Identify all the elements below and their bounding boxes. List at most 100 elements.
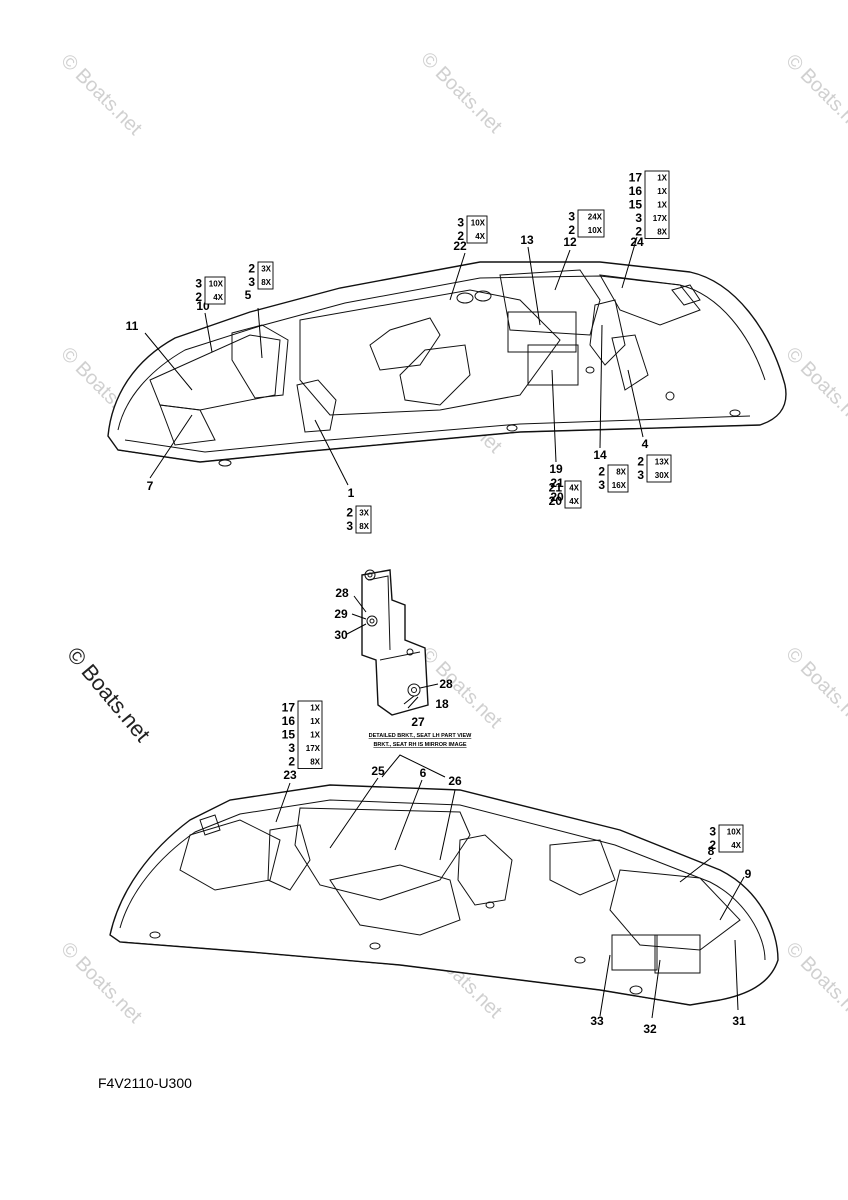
quantity-value: 8X bbox=[359, 522, 369, 531]
callout-19: 19 bbox=[549, 462, 563, 476]
watermark-7: © Boats.net bbox=[416, 643, 506, 733]
callout-32: 32 bbox=[643, 1022, 657, 1036]
bracket-note-line2: BRKT., SEAT RH IS MIRROR IMAGE bbox=[373, 742, 466, 748]
quantity-ref-number: 16 bbox=[282, 714, 296, 728]
quantity-ref-number: 20 bbox=[549, 494, 563, 508]
quantity-ref-number: 3 bbox=[288, 741, 295, 755]
quantity-value: 17X bbox=[653, 214, 668, 223]
callout-29: 29 bbox=[334, 607, 348, 621]
quantity-ref-number: 2 bbox=[635, 225, 642, 239]
quantity-box bbox=[718, 824, 744, 853]
quantity-ref-number: 17 bbox=[282, 701, 296, 715]
watermark-11: © Boats.net bbox=[781, 938, 848, 1028]
quantity-box bbox=[577, 209, 605, 238]
quantity-value: 13X bbox=[655, 458, 670, 467]
callout-27: 27 bbox=[411, 715, 425, 729]
quantity-value: 1X bbox=[310, 717, 320, 726]
bracket-note-line1: DETAILED BRKT., SEAT LH PART VIEW bbox=[369, 733, 472, 739]
callout-18: 18 bbox=[435, 697, 449, 711]
callout-13: 13 bbox=[520, 233, 534, 247]
callout-33: 33 bbox=[590, 1014, 604, 1028]
quantity-value: 8X bbox=[261, 278, 271, 287]
callout-31: 31 bbox=[732, 1014, 746, 1028]
quantity-value: 4X bbox=[213, 293, 223, 302]
quantity-box bbox=[204, 276, 226, 305]
leader-lines bbox=[144, 236, 745, 1019]
quantity-ref-number: 2 bbox=[637, 455, 644, 469]
watermark-9: © Boats.net bbox=[56, 938, 146, 1028]
seat-bracket-detail bbox=[361, 569, 429, 716]
callout-28b: 28 bbox=[439, 677, 453, 691]
quantity-value: 1X bbox=[310, 704, 320, 713]
callout-4: 4 bbox=[642, 437, 649, 451]
callout-7: 7 bbox=[147, 479, 154, 493]
quantity-value: 4X bbox=[475, 232, 485, 241]
callout-26: 26 bbox=[448, 774, 462, 788]
callout-1: 1 bbox=[348, 486, 355, 500]
quantity-value: 1X bbox=[657, 201, 667, 210]
quantity-value: 16X bbox=[612, 481, 627, 490]
quantity-value: 10X bbox=[209, 280, 224, 289]
callout-9: 9 bbox=[745, 867, 752, 881]
quantity-box bbox=[646, 454, 672, 483]
quantity-value: 4X bbox=[569, 497, 579, 506]
figure-code: F4V2110-U300 bbox=[98, 1075, 192, 1091]
watermark-large: © Boats.net bbox=[62, 642, 155, 746]
quantity-ref-number: 3 bbox=[635, 211, 642, 225]
quantity-ref-number: 3 bbox=[637, 468, 644, 482]
quantity-ref-number: 15 bbox=[282, 728, 296, 742]
quantity-value: 17X bbox=[306, 744, 321, 753]
watermark-3: © Boats.net bbox=[781, 50, 848, 140]
quantity-ref-number: 3 bbox=[195, 277, 202, 291]
quantity-value: 10X bbox=[471, 219, 486, 228]
quantity-box bbox=[607, 464, 629, 493]
callout-11: 11 bbox=[126, 319, 139, 333]
quantity-ref-number: 3 bbox=[598, 478, 605, 492]
quantity-box bbox=[564, 480, 582, 509]
callout-5: 5 bbox=[245, 288, 252, 302]
watermark-2: © Boats.net bbox=[416, 48, 506, 138]
quantity-value: 4X bbox=[731, 841, 741, 850]
quantity-value: 3X bbox=[261, 265, 271, 274]
quantity-box bbox=[355, 505, 372, 534]
callout-8: 8 bbox=[708, 844, 715, 858]
quantity-value: 1X bbox=[657, 187, 667, 196]
top-deck-drawing bbox=[107, 261, 787, 467]
quantity-box bbox=[297, 700, 323, 769]
callout-14: 14 bbox=[593, 448, 607, 462]
callout-labels: 11 7 10 5 22 13 12 24 1 14 4 19 21 20 28… bbox=[126, 233, 752, 1036]
quantity-ref-number: 2 bbox=[457, 229, 464, 243]
quantity-box bbox=[466, 215, 488, 244]
quantity-ref-number: 3 bbox=[248, 275, 255, 289]
quantity-ref-number: 3 bbox=[709, 825, 716, 839]
watermark-1: © Boats.net bbox=[56, 50, 146, 140]
quantity-ref-number: 3 bbox=[346, 519, 353, 533]
quantity-value: 1X bbox=[657, 174, 667, 183]
quantity-ref-number: 2 bbox=[568, 223, 575, 237]
quantity-box bbox=[257, 261, 274, 290]
quantity-value: 10X bbox=[727, 828, 742, 837]
quantity-group-4: 2 13X 3 30X bbox=[637, 454, 672, 483]
callout-28a: 28 bbox=[335, 586, 349, 600]
bracket-note: DETAILED BRKT., SEAT LH PART VIEW BRKT.,… bbox=[369, 733, 472, 748]
callout-30: 30 bbox=[334, 628, 348, 642]
callout-12: 12 bbox=[563, 235, 577, 249]
quantity-ref-number: 2 bbox=[346, 506, 353, 520]
quantity-value: 24X bbox=[588, 213, 603, 222]
quantity-box bbox=[644, 170, 670, 239]
quantity-ref-number: 16 bbox=[629, 184, 643, 198]
quantity-value: 4X bbox=[569, 484, 579, 493]
callout-22: 22 bbox=[453, 239, 467, 253]
quantity-value: 8X bbox=[616, 468, 626, 477]
quantity-ref-number: 3 bbox=[568, 210, 575, 224]
quantity-value: 30X bbox=[655, 471, 670, 480]
